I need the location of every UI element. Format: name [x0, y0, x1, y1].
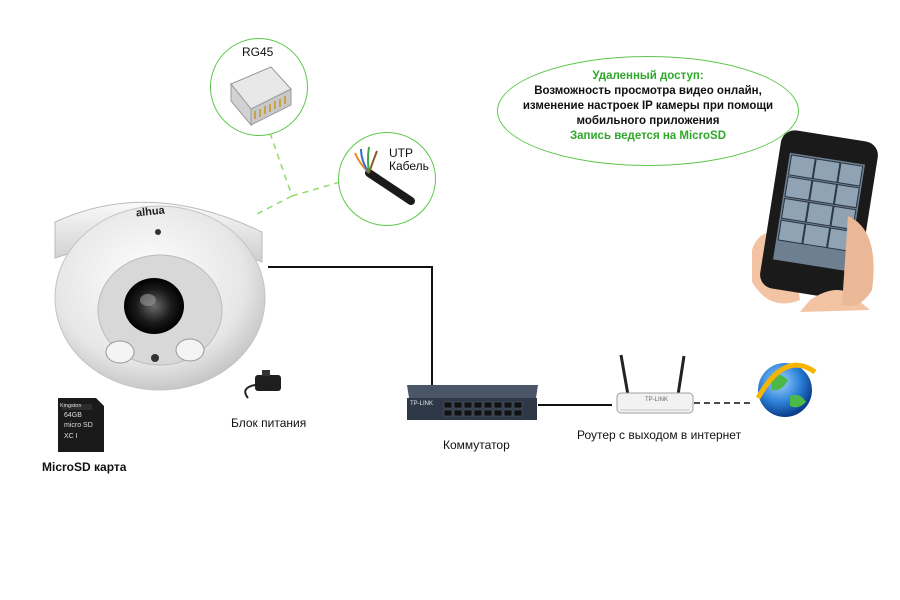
utp-label-line2: Кабель [389, 159, 429, 173]
power-supply-icon [244, 370, 281, 399]
router-brand-text: TP-LINK [645, 397, 669, 403]
remote-access-line2: изменение настроек IP камеры при помощи [522, 100, 774, 112]
camera-to-switch-cable [268, 266, 433, 385]
dashed-connectors [254, 132, 341, 216]
utp-connector [291, 181, 341, 197]
rg45-circle [210, 38, 308, 136]
remote-access-bubble: Удаленный доступ: Возможность просмотра … [497, 56, 799, 166]
network-cables [268, 266, 612, 406]
switch-icon [407, 385, 538, 420]
camera-connector [254, 195, 293, 216]
sd-capacity-text: 64GB [64, 412, 82, 419]
microsd-card-icon [58, 398, 104, 452]
utp-cable-icon [354, 146, 415, 205]
router-icon [616, 354, 694, 414]
switch-label: Коммутатор [443, 438, 510, 452]
rg45-label: RG45 [242, 45, 274, 59]
smartphone-in-hand-icon [752, 130, 878, 312]
power-supply-label: Блок питания [231, 416, 307, 430]
router-label: Роутер с выходом в интернет [577, 428, 742, 442]
switch-brand-text: TP-LINK [410, 401, 434, 407]
sd-class-text: XC I [64, 433, 78, 440]
sd-brand-text: Kingston [60, 403, 82, 409]
remote-access-line4: Запись ведется на MicroSD [569, 130, 727, 142]
utp-label-line1: UTP [389, 146, 413, 160]
sd-type-text: micro SD [64, 422, 93, 429]
rg45-connector [269, 132, 293, 197]
dome-camera-icon [54, 201, 266, 391]
remote-access-line3: мобильного приложения [576, 115, 720, 127]
remote-access-line1: Возможность просмотра видео онлайн, [534, 85, 762, 97]
internet-globe-icon [755, 362, 817, 417]
rj45-connector-icon [230, 66, 292, 127]
remote-access-title: Удаленный доступ: [592, 70, 704, 82]
utp-circle [338, 132, 436, 226]
microsd-label: MicroSD карта [42, 460, 127, 474]
